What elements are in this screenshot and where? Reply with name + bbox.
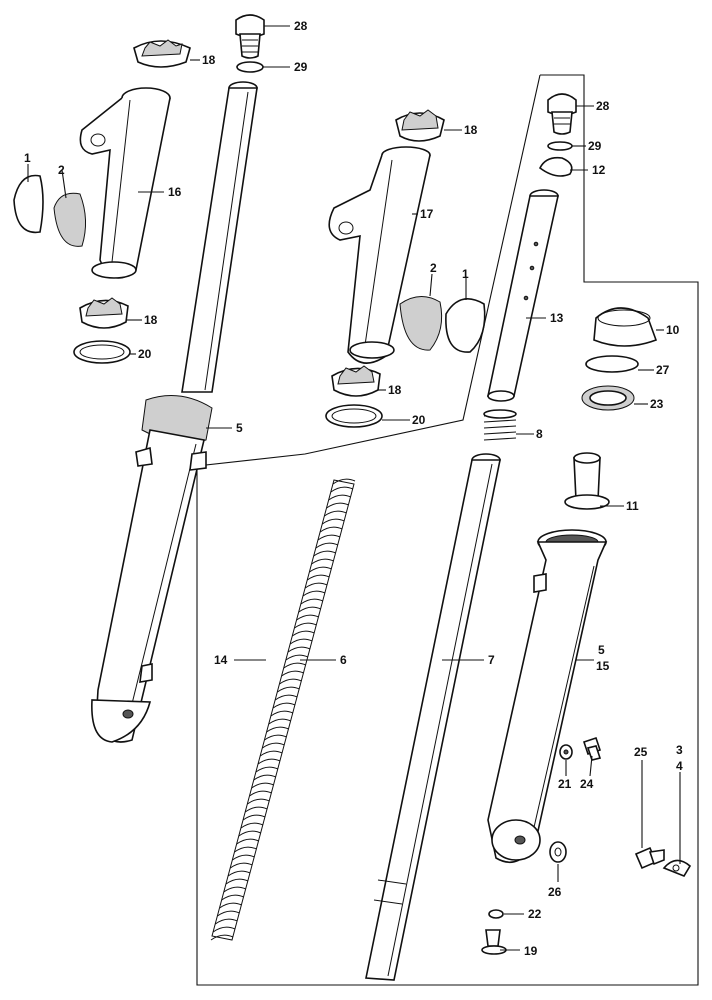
circlip-12 <box>538 156 573 177</box>
callout-13: 13 <box>550 311 564 325</box>
fork-assembly-5-left <box>91 81 258 743</box>
drain-bolt-24 <box>582 736 602 761</box>
callout-11: 11 <box>626 499 639 513</box>
emblem-rubber-2-middle <box>399 296 443 351</box>
callout-23: 23 <box>650 397 664 411</box>
callout-18: 18 <box>388 383 402 397</box>
top-bolt-28-left <box>235 14 265 59</box>
callout-1: 1 <box>462 267 469 281</box>
callout-21: 21 <box>558 777 572 791</box>
oil-lock-piece-11 <box>564 452 610 510</box>
washer-22 <box>488 909 504 919</box>
callout-14: 14 <box>214 653 228 667</box>
callout-22: 22 <box>528 907 542 921</box>
cone-race-18-lower-middle <box>331 365 381 397</box>
fork-cover-16 <box>79 87 171 279</box>
callout-17: 17 <box>420 207 434 221</box>
emblem-1-left <box>13 174 44 234</box>
callout-28: 28 <box>596 99 610 113</box>
washer-26 <box>549 841 567 863</box>
callout-3: 3 <box>676 743 683 757</box>
bolt-25 <box>634 846 665 870</box>
callout-28: 28 <box>294 19 308 33</box>
emblem-rubber-2-left <box>53 192 86 247</box>
callout-24: 24 <box>580 777 594 791</box>
callout-10: 10 <box>666 323 680 337</box>
callout-27: 27 <box>656 363 670 377</box>
o-ring-29-right <box>547 141 573 151</box>
cone-race-18-lower-left <box>79 297 129 329</box>
callout-19: 19 <box>524 944 538 958</box>
callout-18: 18 <box>464 123 478 137</box>
callout-1: 1 <box>24 151 31 165</box>
callout-16: 16 <box>168 185 182 199</box>
callout-20: 20 <box>412 413 426 427</box>
top-bolt-28-right <box>547 93 577 135</box>
circlip-27 <box>585 355 639 373</box>
callout-5: 5 <box>598 643 605 657</box>
spring-8 <box>483 409 517 441</box>
callout-26: 26 <box>548 885 562 899</box>
callout-5: 5 <box>236 421 243 435</box>
washer-21 <box>559 744 573 760</box>
o-ring-29-left <box>236 61 264 73</box>
callout-labels: 28 29 18 1 2 16 18 20 5 28 29 12 18 17 2… <box>24 19 683 958</box>
callout-18: 18 <box>144 313 158 327</box>
callout-2: 2 <box>58 163 65 177</box>
callout-29: 29 <box>294 60 308 74</box>
callout-15: 15 <box>596 659 610 673</box>
leader-lines <box>27 25 681 951</box>
washer-20-left <box>73 340 131 364</box>
dust-cover-10 <box>593 307 658 347</box>
callout-4: 4 <box>676 759 683 773</box>
callout-8: 8 <box>536 427 543 441</box>
callout-25: 25 <box>634 745 648 759</box>
group-boundary-outline <box>196 74 699 986</box>
callout-6: 6 <box>340 653 347 667</box>
oil-seal-23 <box>581 385 635 411</box>
callout-20: 20 <box>138 347 152 361</box>
bottom-case-5-15-right <box>487 529 608 863</box>
callout-12: 12 <box>592 163 606 177</box>
callout-7: 7 <box>488 653 495 667</box>
washer-20-middle <box>325 404 383 428</box>
callout-2: 2 <box>430 261 437 275</box>
cone-race-18-top-middle <box>395 109 445 142</box>
pin-3-4 <box>662 859 692 877</box>
cone-race-18-top-left <box>133 39 191 68</box>
fork-spring-6 <box>210 478 356 941</box>
fork-cover-17 <box>328 146 431 364</box>
callout-18: 18 <box>202 53 216 67</box>
callout-29: 29 <box>588 139 602 153</box>
fork-pipe-7 <box>365 453 501 981</box>
emblem-1-middle <box>445 298 486 353</box>
fork-piston-13 <box>487 189 559 402</box>
